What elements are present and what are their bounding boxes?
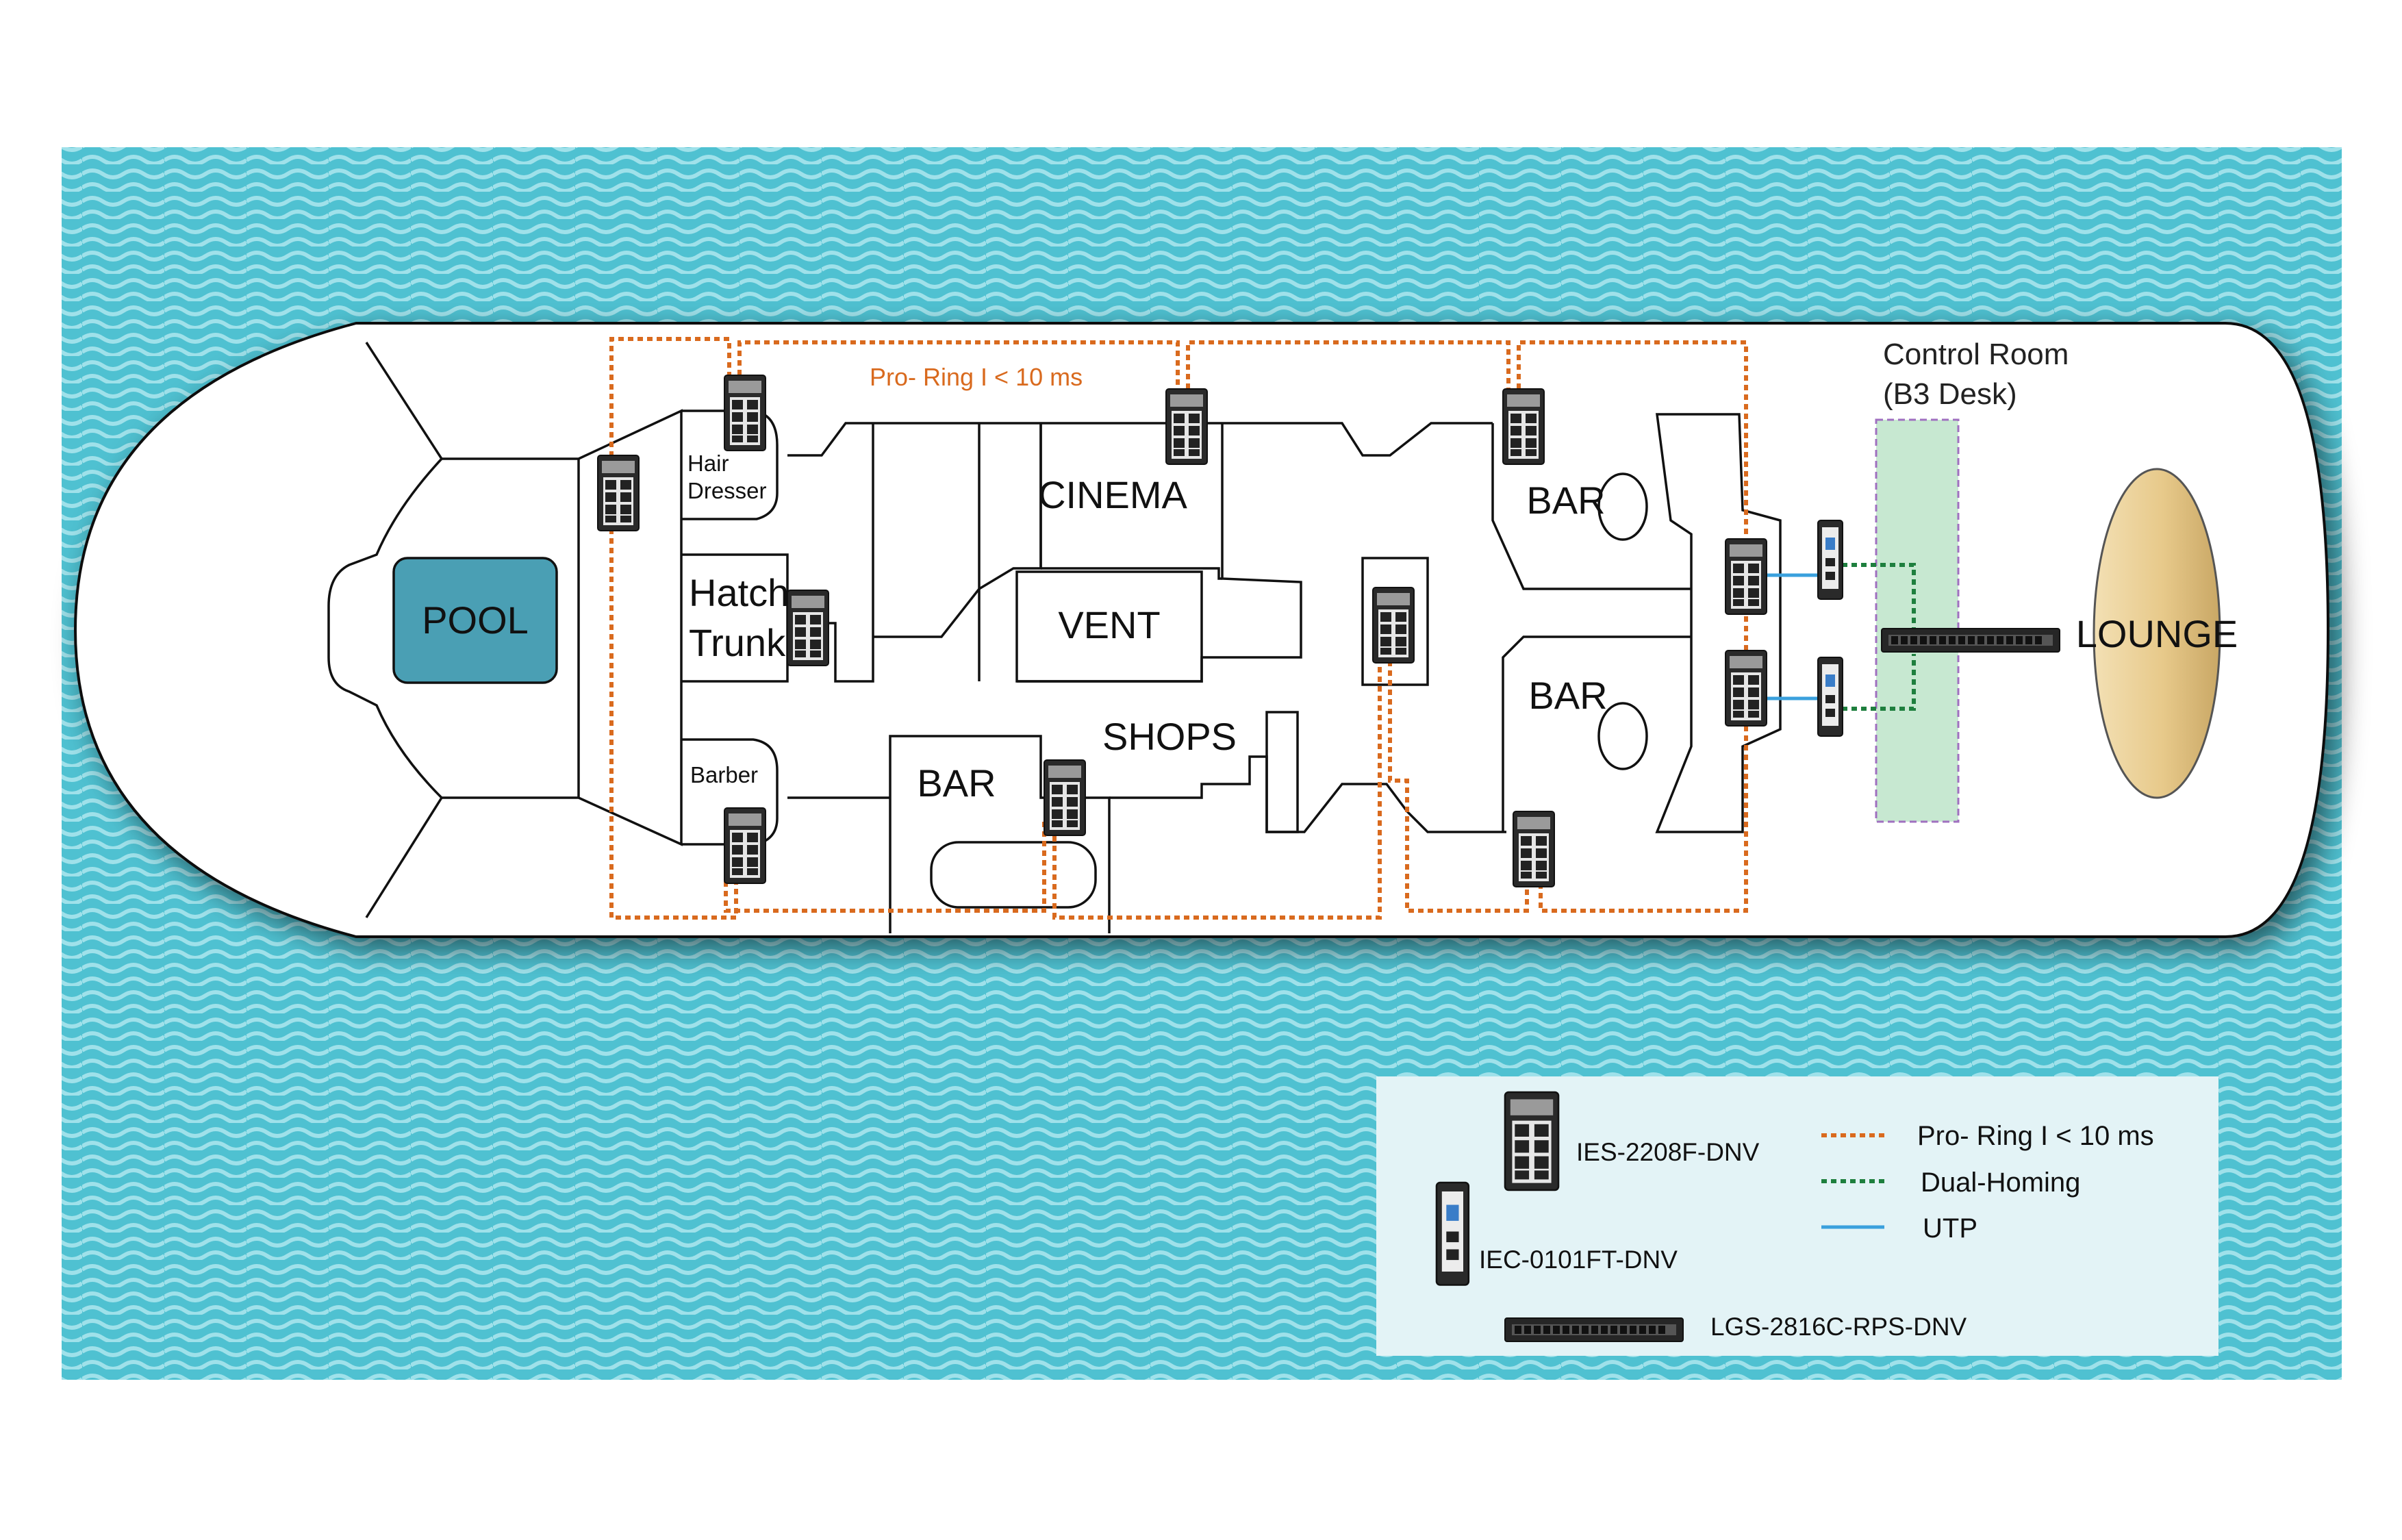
legend-ies-icon bbox=[1504, 1091, 1560, 1191]
hair-dresser-label-1: Hair bbox=[687, 451, 729, 476]
hatch-trunk-label-1: Hatch bbox=[689, 571, 789, 614]
switch-bar-lower bbox=[1044, 759, 1086, 836]
bar-lower-label: BAR bbox=[917, 761, 996, 805]
converter-upper bbox=[1817, 520, 1843, 600]
legend-lgs-icon bbox=[1504, 1317, 1684, 1342]
pro-ring-label: Pro- Ring I < 10 ms bbox=[870, 363, 1083, 391]
legend-line-1: Pro- Ring I < 10 ms bbox=[1917, 1121, 2154, 1151]
utp-cables bbox=[1760, 573, 1821, 700]
barber-label: Barber bbox=[690, 762, 758, 787]
legend-device-3: LGS-2816C-RPS-DNV bbox=[1710, 1313, 1967, 1341]
legend-line-3: UTP bbox=[1923, 1213, 1977, 1244]
control-room-subtitle: (B3 Desk) bbox=[1883, 377, 2017, 411]
switch-aft-upper bbox=[1725, 538, 1767, 615]
pool-label: POOL bbox=[422, 598, 529, 642]
vent-label: VENT bbox=[1058, 603, 1160, 646]
legend-line-2: Dual-Homing bbox=[1921, 1167, 2080, 1198]
lounge-area bbox=[2093, 468, 2221, 799]
hatch-trunk-label-2: Trunk bbox=[689, 621, 786, 664]
switch-barber bbox=[724, 807, 766, 884]
cinema-label: CINEMA bbox=[1038, 473, 1187, 516]
converter-lower bbox=[1817, 657, 1843, 737]
switch-cinema bbox=[1165, 388, 1208, 465]
switch-hair-dresser bbox=[724, 375, 766, 451]
hair-dresser-label-2: Dresser bbox=[687, 478, 767, 503]
legend: IES-2208F-DNV IEC-0101FT-DNV LGS-2816C-R… bbox=[1376, 1076, 2218, 1356]
dual-homing-cables bbox=[1842, 563, 1916, 711]
bow-structure bbox=[327, 342, 683, 918]
legend-iec-icon bbox=[1435, 1181, 1470, 1286]
legend-device-2: IEC-0101FT-DNV bbox=[1479, 1246, 1678, 1274]
switch-bar-mid bbox=[1513, 811, 1555, 887]
core-switch-lgs bbox=[1881, 628, 2060, 653]
switch-bar-top bbox=[1502, 388, 1545, 465]
pool-area bbox=[392, 557, 558, 684]
lounge-label: LOUNGE bbox=[2076, 612, 2238, 655]
switch-bow bbox=[597, 455, 640, 531]
pro-ring-cables bbox=[609, 337, 1748, 920]
room-outlines bbox=[681, 409, 1782, 933]
bar-top-label: BAR bbox=[1526, 479, 1605, 522]
control-room-border bbox=[1875, 418, 1960, 823]
bar-mid-label: BAR bbox=[1528, 674, 1607, 717]
control-room-title: Control Room bbox=[1883, 338, 2069, 371]
switch-aft-lower bbox=[1725, 650, 1767, 727]
switch-mid-island bbox=[1372, 587, 1415, 664]
legend-device-1: IES-2208F-DNV bbox=[1576, 1138, 1760, 1166]
control-room-desk bbox=[1876, 420, 1958, 822]
switch-hatch-trunk bbox=[787, 590, 829, 666]
shops-label: SHOPS bbox=[1102, 715, 1237, 758]
